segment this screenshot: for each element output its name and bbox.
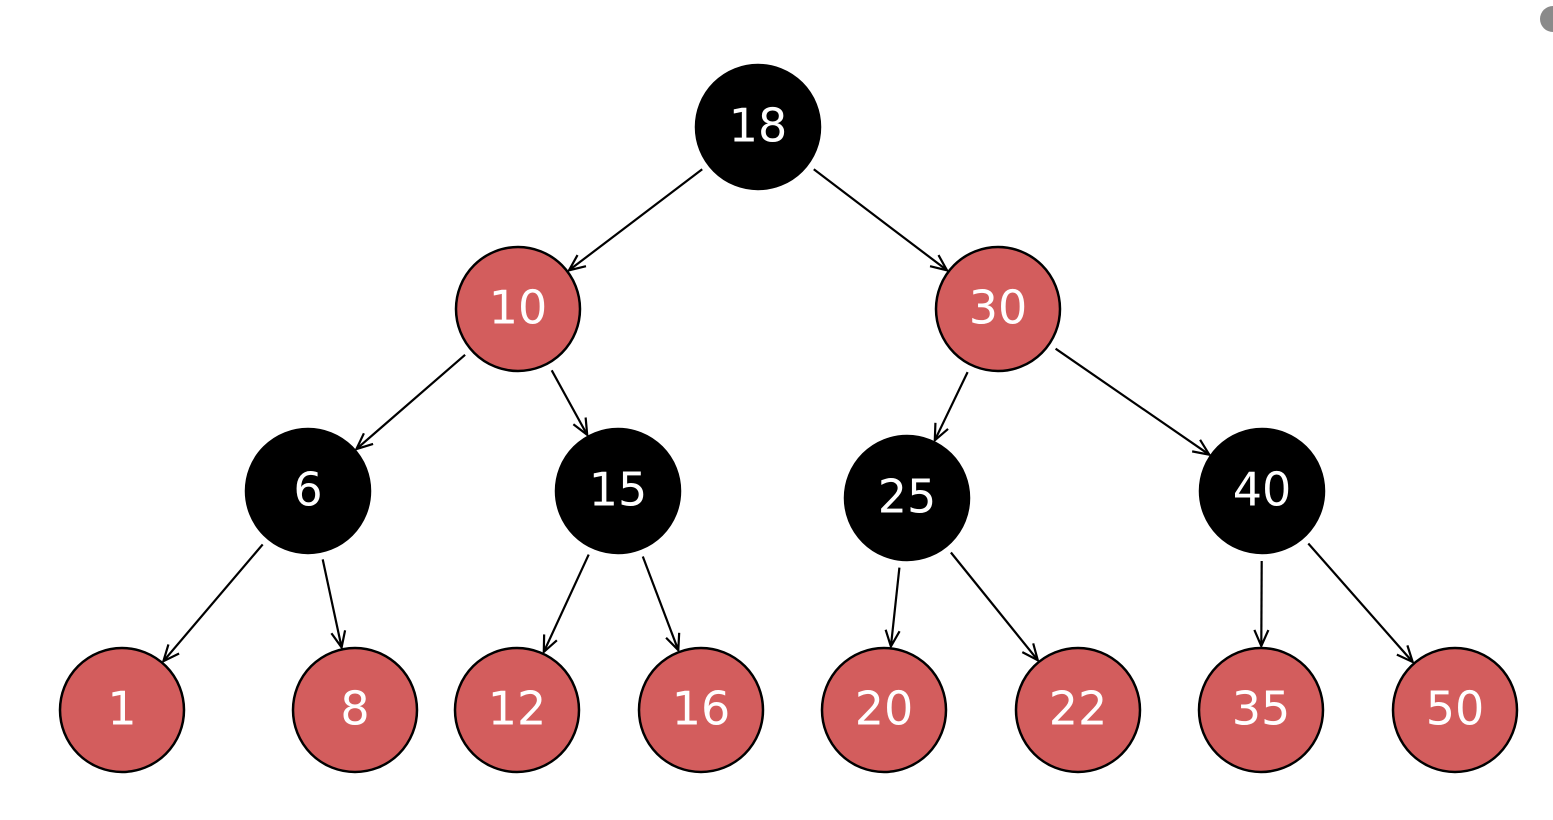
tree-node-50: 50 (1391, 646, 1519, 774)
node-label-30: 30 (969, 281, 1028, 335)
node-label-22: 22 (1049, 682, 1108, 736)
edge-n25-n22 (950, 551, 1038, 661)
tree-node-35: 35 (1197, 646, 1325, 774)
tree-node-30: 30 (934, 245, 1062, 373)
node-circle-1 (58, 646, 186, 774)
edge-n18-n10 (569, 168, 703, 270)
tree-node-20: 20 (820, 646, 948, 774)
node-circle-12 (453, 646, 581, 774)
node-label-40: 40 (1233, 463, 1292, 517)
tree-node-16: 16 (637, 646, 765, 774)
tree-node-8: 8 (291, 646, 419, 774)
edge-n30-n25 (935, 371, 969, 440)
edge-n10-n6 (356, 353, 466, 449)
edge-n25-n20 (891, 567, 900, 647)
node-label-10: 10 (489, 281, 548, 335)
node-label-18: 18 (729, 99, 788, 153)
node-circle-18 (694, 63, 822, 191)
node-circle-16 (637, 646, 765, 774)
node-label-16: 16 (672, 682, 731, 736)
edge-n15-n12 (544, 554, 590, 652)
node-label-1: 1 (107, 682, 136, 736)
tree-node-22: 22 (1014, 646, 1142, 774)
tree-node-25: 25 (843, 434, 971, 562)
edge-n6-n8 (321, 559, 342, 647)
tree-node-40: 40 (1198, 427, 1326, 555)
corner-icon (1540, 6, 1553, 32)
node-circle-40 (1198, 427, 1326, 555)
node-circle-6 (244, 427, 372, 555)
edge-n18-n30 (813, 168, 947, 270)
node-label-25: 25 (878, 470, 937, 524)
node-circle-15 (554, 427, 682, 555)
edge-n6-n1 (163, 543, 264, 661)
node-circle-30 (934, 245, 1062, 373)
node-label-12: 12 (488, 682, 547, 736)
node-label-15: 15 (589, 463, 648, 517)
node-circle-10 (454, 245, 582, 373)
edge-n15-n16 (641, 556, 679, 651)
tree-node-1: 1 (58, 646, 186, 774)
node-circle-50 (1391, 646, 1519, 774)
node-circle-20 (820, 646, 948, 774)
tree-node-15: 15 (554, 427, 682, 555)
node-label-8: 8 (340, 682, 369, 736)
tree-node-18: 18 (694, 63, 822, 191)
tree-node-12: 12 (453, 646, 581, 774)
edge-n30-n40 (1054, 347, 1210, 455)
node-label-6: 6 (293, 463, 322, 517)
tree-node-6: 6 (244, 427, 372, 555)
tree-edges (163, 168, 1412, 663)
node-label-50: 50 (1426, 682, 1485, 736)
edge-n10-n15 (550, 369, 588, 435)
node-label-35: 35 (1232, 682, 1291, 736)
edge-n40-n50 (1307, 542, 1412, 663)
tree-node-10: 10 (454, 245, 582, 373)
node-circle-22 (1014, 646, 1142, 774)
node-circle-35 (1197, 646, 1325, 774)
node-label-20: 20 (855, 682, 914, 736)
node-circle-25 (843, 434, 971, 562)
node-circle-8 (291, 646, 419, 774)
